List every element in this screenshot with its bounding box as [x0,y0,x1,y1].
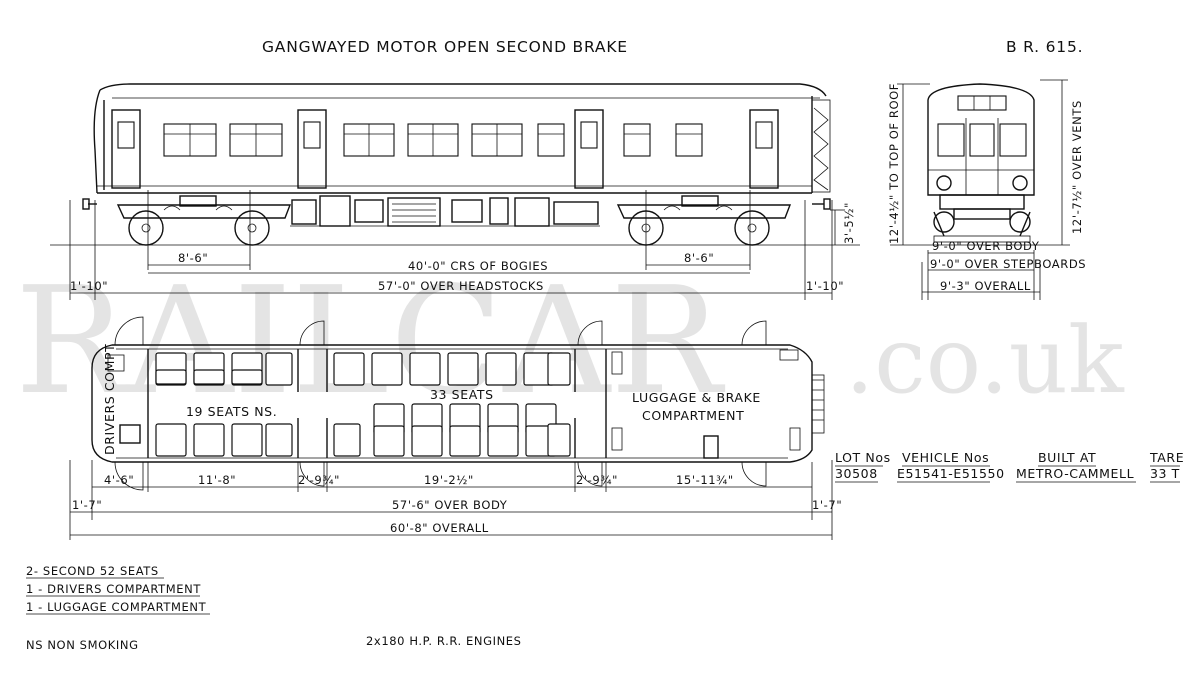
value-tare: 33 T [1150,466,1180,481]
seat [155,423,187,457]
label-luggage-line2: COMPARTMENT [642,408,744,423]
dim-plan-6: 15'-11¾" [676,473,734,487]
seat [155,369,187,385]
note-line-2: 1 - DRIVERS COMPARTMENT [26,582,201,596]
seating-layout [155,352,571,457]
seat [547,423,571,457]
dim-bogie-centres: 40'-0" CRS OF BOGIES [408,259,548,273]
dim-plan-5: 2'-9¾" [576,473,618,487]
dim-plan-overall: 60'-8" OVERALL [390,521,489,535]
note-line-1: 2- SECOND 52 SEATS [26,564,159,578]
dim-plan-3: 2'-9¾" [298,473,340,487]
seat [447,352,479,386]
dim-bogie-wheelbase-left: 8'-6" [178,251,208,265]
label-33-seats: 33 SEATS [430,387,494,402]
dim-end-over-stepboards: 9'-0" OVER STEPBOARDS [930,257,1086,271]
legend-non-smoking: NS NON SMOKING [26,638,139,652]
label-19-seats: 19 SEATS NS. [186,404,277,419]
seat [231,369,263,385]
label-drivers-compartment: DRIVERS COMPT [102,344,117,455]
underframe-equipment [290,195,600,227]
engines-note: 2x180 H.P. R.R. ENGINES [366,634,522,648]
watermark-main: RAILCAR [15,255,725,427]
dim-bogie-wheelbase-right: 8'-6" [684,251,714,265]
dim-plan-4: 19'-2½" [424,473,474,487]
diagram-reference: B R. 615. [1006,38,1083,56]
watermark-suffix: .co.uk [845,307,1125,414]
value-vehicle-nos: E51541-E51550 [897,466,1005,481]
plan-dimensions [69,460,833,540]
dim-wheel-diameter: 3'-5½" [842,202,856,244]
bogie-right [616,195,792,246]
header-tare: TARE [1149,450,1184,465]
note-line-3: 1 - LUGGAGE COMPARTMENT [26,600,207,614]
seat [411,425,443,457]
value-built-at: METRO-CAMMELL [1016,466,1134,481]
bogie-left [116,195,292,246]
seat [265,423,293,457]
dim-overhang-right: 1'-10" [806,279,844,293]
dim-plan-1: 4'-6" [104,473,134,487]
dim-end-over-body: 9'-0" OVER BODY [932,239,1040,253]
vehicle-info-table: LOT Nos VEHICLE Nos BUILT AT TARE 30508 … [835,450,1184,483]
dim-overhang-left: 1'-10" [70,279,108,293]
seat [547,352,571,386]
seat [193,423,225,457]
dim-plan-2: 11'-8" [198,473,236,487]
plan-view [91,316,825,491]
seat [409,352,441,386]
drawing-title: GANGWAYED MOTOR OPEN SECOND BRAKE [262,38,628,56]
seat [333,352,365,386]
side-windows [163,123,703,157]
seat [449,425,481,457]
seat [193,369,225,385]
notes: 2- SECOND 52 SEATS 1 - DRIVERS COMPARTME… [26,564,522,652]
header-lot-nos: LOT Nos [835,450,891,465]
seat [371,352,403,386]
watermark: RAILCAR .co.uk [15,255,1125,427]
seat [487,425,519,457]
dim-over-headstocks: 57'-0" OVER HEADSTOCKS [378,279,544,293]
seat [485,352,517,386]
seat [333,423,361,457]
header-vehicle-nos: VEHICLE Nos [902,450,989,465]
seat [265,352,293,386]
dim-end-overall: 9'-3" OVERALL [940,279,1031,293]
label-luggage-line1: LUGGAGE & BRAKE [632,390,761,405]
dim-to-top-of-roof: 12'-4½" TO TOP OF ROOF [887,83,901,244]
end-elevation [890,79,1070,300]
dim-plan-overhang-right: 1'-7" [812,498,842,512]
value-lot-nos: 30508 [835,466,878,481]
dim-plan-overhang-left: 1'-7" [72,498,102,512]
dim-plan-over-body: 57'-6" OVER BODY [392,498,508,512]
side-elevation [50,83,860,300]
header-built-at: BUILT AT [1038,450,1096,465]
seat [231,423,263,457]
seat [373,425,405,457]
dim-over-vents: 12'-7½" OVER VENTS [1070,100,1084,234]
